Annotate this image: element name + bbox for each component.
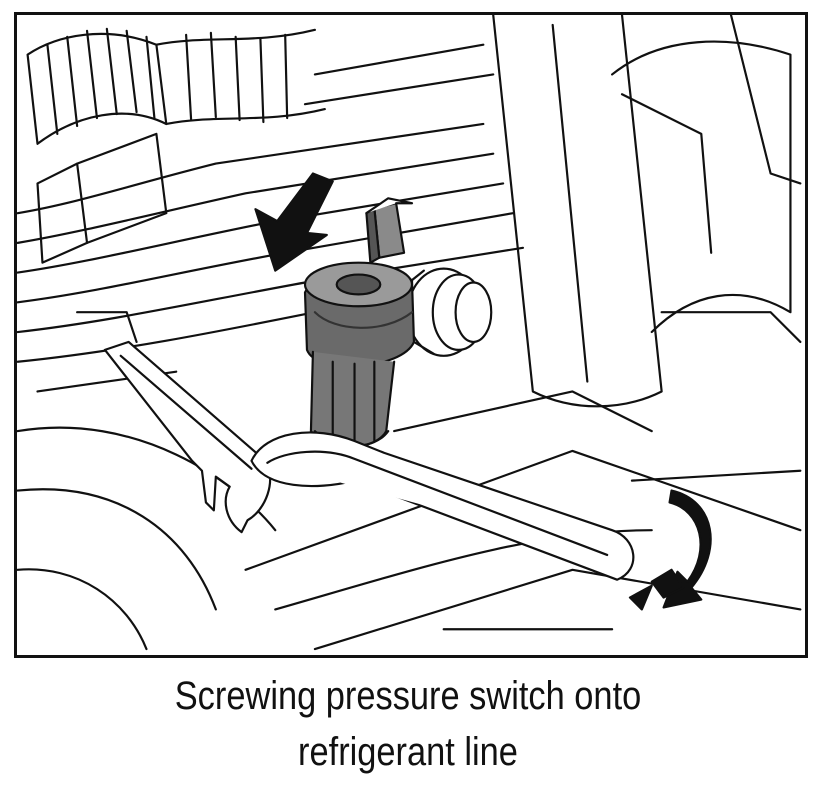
illustration-frame: [14, 12, 808, 658]
down-arrow-icon: [254, 172, 334, 272]
caption-line-2: refrigerant line: [298, 730, 518, 774]
illustration: [17, 15, 802, 651]
refrigerant-line-fitting: [406, 267, 493, 357]
rotation-arrow-icon: [628, 489, 712, 611]
engine-bay-background: [17, 15, 802, 651]
figure-caption: Screwing pressure switch onto refrigeran…: [57, 668, 759, 780]
pressure-switch: [303, 197, 416, 449]
ring-wrench-right: [250, 431, 635, 581]
caption-line-1: Screwing pressure switch onto: [174, 674, 642, 718]
